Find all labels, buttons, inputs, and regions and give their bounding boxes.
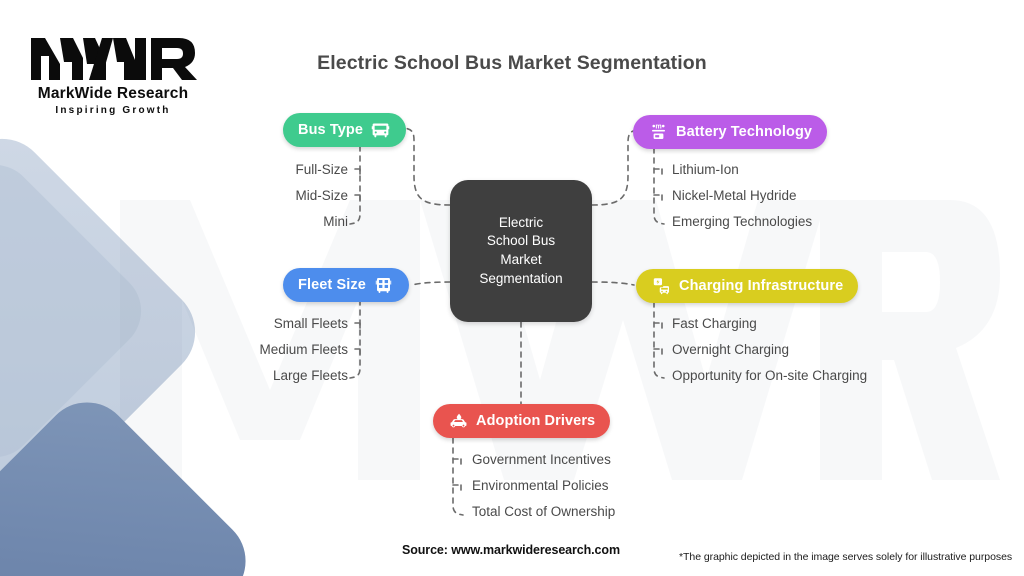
branch-label-charging-infrastructure: Charging Infrastructure [679,278,844,294]
list-item[interactable]: Full-Size [295,162,348,178]
branch-pill-bus-type[interactable]: Bus Type [283,113,406,147]
list-item[interactable]: Medium Fleets [259,342,348,358]
tick-battery-2 [653,194,663,203]
tick-charging-2 [653,348,663,357]
branch-items-charging-infrastructure: Fast Charging Overnight Charging Opportu… [672,311,867,389]
brand-tagline: Inspiring Growth [55,105,171,116]
svg-text:m: m [655,122,661,130]
list-item[interactable]: Small Fleets [273,316,348,332]
battery-meter-icon: m [648,122,669,143]
center-line-3: Market [500,252,542,267]
page-title: Electric School Bus Market Segmentation [317,52,707,74]
tick-bus-type-2 [351,194,361,203]
brand-name: MarkWide Research [37,85,189,102]
tick-fleet-size-1 [351,322,361,331]
branch-label-battery-technology: Battery Technology [676,124,813,140]
tick-adoption-2 [452,484,462,493]
tick-charging-1 [653,322,663,331]
spine-charging-infrastructure [653,301,665,379]
brand-logo: MarkWide Research Inspiring Growth [27,32,199,122]
center-node[interactable]: Electric School Bus Market Segmentation [450,180,592,322]
bus-icon [370,120,391,141]
spine-battery-technology [653,147,665,225]
spine-bus-type [349,145,361,225]
charging-station-icon [651,276,672,297]
branch-label-fleet-size: Fleet Size [298,277,366,293]
list-item[interactable]: Government Incentives [472,452,611,468]
tick-battery-1 [653,168,663,177]
center-node-label: Electric School Bus Market Segmentation [479,214,562,289]
list-item[interactable]: Opportunity for On-site Charging [672,368,868,384]
list-item[interactable]: Mid-Size [295,188,348,204]
spine-fleet-size [349,299,361,379]
mwr-logo-mark [31,38,197,80]
branch-pill-battery-technology[interactable]: m Battery Technology [633,115,828,149]
branch-items-bus-type: Full-Size Mid-Size Mini [230,157,348,235]
branch-label-bus-type: Bus Type [298,122,363,138]
fleet-bus-icon [373,275,394,296]
branch-items-fleet-size: Small Fleets Medium Fleets Large Fleets [210,311,348,389]
center-line-1: Electric [498,214,544,230]
branch-pill-fleet-size[interactable]: Fleet Size [283,268,409,302]
branch-pill-adoption-drivers[interactable]: Adoption Drivers [433,404,611,438]
list-item[interactable]: Emerging Technologies [672,214,813,230]
list-item[interactable]: Environmental Policies [472,478,609,494]
tick-bus-type-1 [351,168,361,177]
tick-fleet-size-2 [351,348,361,357]
link-charging-infrastructure [591,281,635,286]
branch-label-adoption-drivers: Adoption Drivers [476,413,596,429]
center-line-4: Segmentation [479,270,563,286]
tick-adoption-1 [452,458,462,467]
list-item[interactable]: Overnight Charging [672,342,790,358]
list-item[interactable]: Total Cost of Ownership [472,504,616,520]
list-item[interactable]: Mini [323,214,348,230]
adoption-car-icon [448,411,469,432]
list-item[interactable]: Large Fleets [272,368,348,384]
disclaimer-text: *The graphic depicted in the image serve… [679,551,1013,563]
list-item[interactable]: Lithium-Ion [672,162,739,178]
link-battery-technology [591,129,641,206]
source-text: Source: www.markwideresearch.com [402,543,620,557]
branch-items-adoption-drivers: Government Incentives Environmental Poli… [472,447,615,525]
center-line-2: School Bus [486,233,556,249]
list-item[interactable]: Nickel-Metal Hydride [672,188,797,204]
branch-pill-charging-infrastructure[interactable]: Charging Infrastructure [636,269,859,303]
spine-adoption-drivers [452,437,464,516]
list-item[interactable]: Fast Charging [672,316,757,332]
link-fleet-size [411,281,451,286]
branch-items-battery-technology: Lithium-Ion Nickel-Metal Hydride Emergin… [672,157,812,235]
link-bus-type [399,127,451,206]
